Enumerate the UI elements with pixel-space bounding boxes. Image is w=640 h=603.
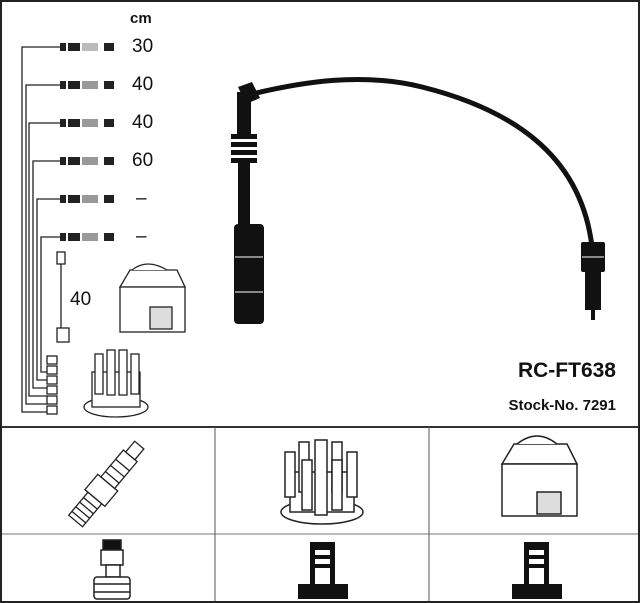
coil-connector-icon — [512, 542, 562, 599]
unit-label: cm — [130, 10, 152, 27]
cable-length-label: – — [136, 226, 147, 247]
coil-cable-length-label: 40 — [70, 289, 92, 310]
cable-length-label: 40 — [132, 74, 154, 95]
cable-length-label: 60 — [132, 150, 154, 171]
cable-length-label: 30 — [132, 36, 154, 57]
part-number: RC-FT638 — [517, 359, 616, 382]
cable-length-label: – — [136, 188, 147, 209]
ignition-coil-icon — [118, 263, 187, 333]
stock-number: Stock-No. 7291 — [508, 397, 616, 414]
spark-plug-connector-icon — [93, 539, 131, 600]
spark-plug-icon — [67, 440, 145, 528]
distributor-cap-icon — [83, 349, 149, 418]
ignition-cable — [231, 76, 605, 324]
cable-length-label: 40 — [132, 112, 154, 133]
cable-set-schematic — [21, 43, 114, 415]
ignition-coil-icon — [500, 435, 579, 517]
distributor-connector-icon — [298, 542, 348, 599]
distributor-cap-icon — [280, 439, 364, 525]
